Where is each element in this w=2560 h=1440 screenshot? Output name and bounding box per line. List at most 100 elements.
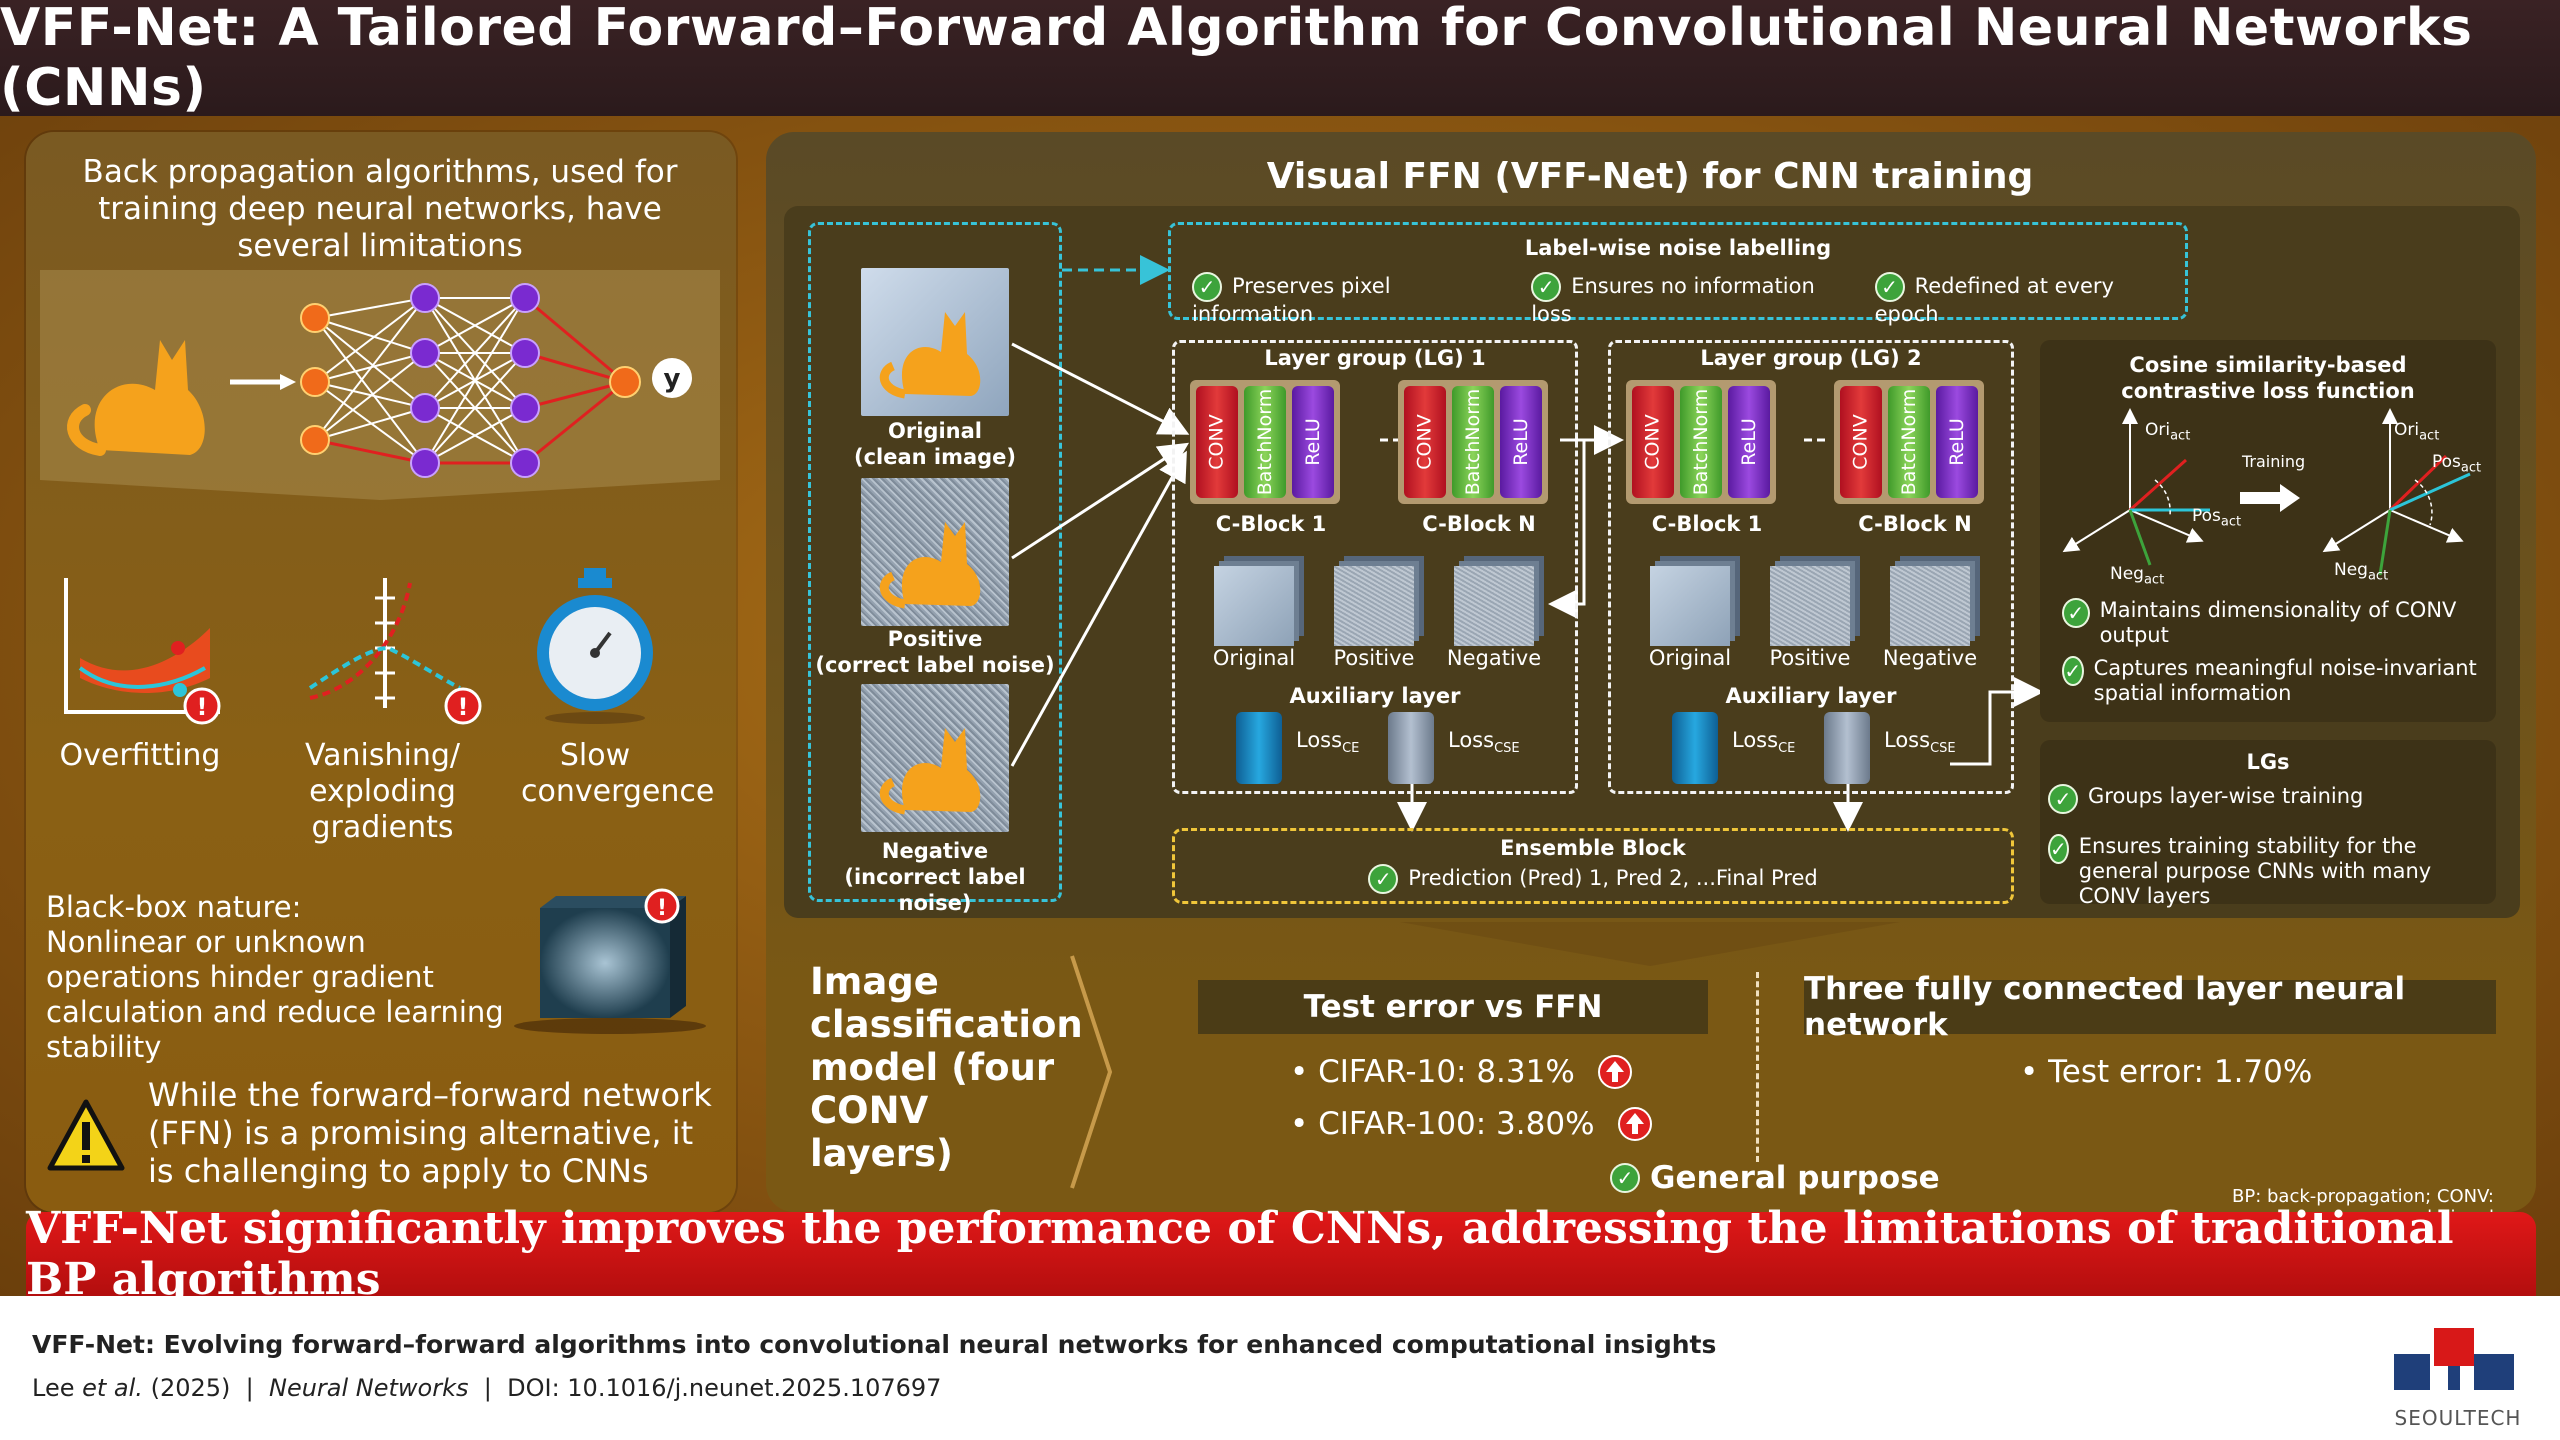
limitation-overfitting: Overfitting bbox=[59, 738, 221, 773]
ori-label-1: Oriact bbox=[2145, 420, 2191, 444]
lgs-item: ✓Groups layer-wise training bbox=[2048, 784, 2488, 814]
vff-heading: Visual FFN (VFF-Net) for CNN training bbox=[1266, 156, 2034, 197]
lg2-cblock-n-label: C-Block N bbox=[1858, 512, 1972, 536]
conv-layer: CONV bbox=[1632, 386, 1674, 498]
lg1-aux-label: Auxiliary layer bbox=[1289, 684, 1461, 708]
lg1-cblock-n: CONV BatchNorm ReLU bbox=[1398, 380, 1548, 504]
relu-layer: ReLU bbox=[1292, 386, 1334, 498]
warning-icon bbox=[47, 1099, 125, 1171]
lg1-thumb-label: Original bbox=[1212, 646, 1296, 670]
limitation-convergence: Slow convergence bbox=[521, 738, 715, 809]
noise-item: ✓Redefined at every epoch bbox=[1874, 272, 2114, 326]
lg2-thumb-positive bbox=[1770, 566, 1850, 646]
loss-cse-icon bbox=[1824, 712, 1870, 784]
paper-title: VFF-Net: Evolving forward–forward algori… bbox=[32, 1330, 1717, 1359]
up-arrow-icon bbox=[1597, 1055, 1632, 1089]
lgs-title: LGs bbox=[2246, 750, 2290, 774]
output-y: y bbox=[664, 364, 681, 394]
result-divider bbox=[1756, 972, 1759, 1162]
test-error-header: Test error vs FFN bbox=[1198, 980, 1708, 1034]
blackbox-block: Black-box nature: Nonlinear or unknown o… bbox=[46, 890, 526, 1065]
svg-text:!: ! bbox=[458, 693, 469, 721]
bp-intro-text: Back propagation algorithms, used for tr… bbox=[82, 154, 678, 264]
cat-nn-diagram: y bbox=[67, 283, 692, 478]
loss-ce-icon bbox=[1672, 712, 1718, 784]
relu-layer: ReLU bbox=[1728, 386, 1770, 498]
fc-result: • Test error: 1.70% bbox=[2020, 1054, 2313, 1090]
lg1-loss-ce: LossCE bbox=[1296, 728, 1360, 757]
noise-item: ✓Ensures no information loss bbox=[1531, 272, 1815, 326]
pos-label-2: Posact bbox=[2432, 452, 2482, 476]
citation: Lee et al. (2025) | Neural Networks | DO… bbox=[32, 1374, 942, 1402]
check-icon: ✓ bbox=[1531, 272, 1562, 302]
cat-icon bbox=[879, 522, 981, 609]
bp-intro: Back propagation algorithms, used for tr… bbox=[60, 154, 700, 265]
layer-group-2 bbox=[1608, 340, 2014, 794]
check-icon: ✓ bbox=[2062, 656, 2084, 686]
blackbox-cube-icon: ! bbox=[514, 888, 706, 1034]
lg2-thumb-original bbox=[1650, 566, 1730, 646]
general-purpose: ✓General purpose bbox=[1610, 1160, 1940, 1196]
check-icon: ✓ bbox=[2062, 598, 2090, 628]
original-image bbox=[861, 268, 1009, 416]
gradient-icon: ! bbox=[308, 578, 482, 725]
model-label: Image classification model (four CONV la… bbox=[810, 960, 1083, 1175]
svg-text:!: ! bbox=[197, 693, 208, 721]
cifar10-result: • CIFAR-10: 8.31% bbox=[1290, 1054, 1633, 1090]
conv-layer: CONV bbox=[1404, 386, 1446, 498]
lg2-thumb-negative bbox=[1890, 566, 1970, 646]
up-arrow-icon bbox=[1617, 1107, 1652, 1141]
ensemble-title: Ensemble Block bbox=[1500, 836, 1686, 860]
funnel-divider bbox=[1400, 922, 1900, 966]
noise-item: ✓Preserves pixel information bbox=[1192, 272, 1391, 326]
lg1-cblock-1-label: C-Block 1 bbox=[1215, 512, 1327, 536]
ensemble-block bbox=[1172, 828, 2014, 904]
check-icon: ✓ bbox=[1874, 272, 1905, 302]
lg2-cblock-1: CONV BatchNorm ReLU bbox=[1626, 380, 1776, 504]
lg1-thumb-label: Positive bbox=[1333, 646, 1415, 670]
lg1-thumb-negative bbox=[1454, 566, 1534, 646]
conv-layer: CONV bbox=[1196, 386, 1238, 498]
lg2-thumb-label: Negative bbox=[1882, 646, 1978, 670]
relu-layer: ReLU bbox=[1936, 386, 1978, 498]
lg2-aux-label: Auxiliary layer bbox=[1725, 684, 1897, 708]
check-icon: ✓ bbox=[1368, 864, 1399, 894]
cat-icon bbox=[879, 728, 981, 815]
positive-image bbox=[861, 478, 1009, 626]
conclusion-text: VFF-Net significantly improves the perfo… bbox=[26, 1203, 2454, 1305]
ensemble-text: ✓Prediction (Pred) 1, Pred 2, ...Final P… bbox=[1172, 864, 2014, 894]
seoultech-logo-icon bbox=[2394, 1328, 2514, 1390]
cat-icon bbox=[879, 312, 981, 399]
check-icon: ✓ bbox=[2048, 834, 2069, 864]
input-negative-label: Negative(incorrect label noise) bbox=[844, 839, 1026, 915]
check-icon: ✓ bbox=[2048, 784, 2078, 814]
batchnorm-layer: BatchNorm bbox=[1452, 386, 1494, 498]
lg1-loss-cse: LossCSE bbox=[1448, 728, 1520, 757]
conv-layer: CONV bbox=[1840, 386, 1882, 498]
lgs-item: ✓Ensures training stability for the gene… bbox=[2048, 834, 2432, 908]
check-icon: ✓ bbox=[1610, 1163, 1640, 1193]
lg1-thumb-original bbox=[1214, 566, 1294, 646]
logo-text: SEOULTECH bbox=[2394, 1406, 2522, 1430]
neg-label-1: Negact bbox=[2110, 564, 2165, 588]
cat-icon bbox=[67, 340, 205, 456]
flow-arrows bbox=[1010, 255, 2044, 832]
input-positive-label: Positive(correct label noise) bbox=[815, 627, 1055, 677]
lg2-title: Layer group (LG) 2 bbox=[1700, 346, 1922, 370]
cosine-title: Cosine similarity-based contrastive loss… bbox=[2121, 353, 2415, 403]
noise-items: ✓Preserves pixel information ✓Ensures no… bbox=[1192, 272, 2172, 326]
svg-text:!: ! bbox=[657, 896, 667, 921]
check-icon: ✓ bbox=[1192, 272, 1222, 302]
cifar100-result: • CIFAR-100: 3.80% bbox=[1290, 1106, 1653, 1142]
title-bar: VFF-Net: A Tailored Forward–Forward Algo… bbox=[0, 0, 2560, 118]
blackbox-text: Nonlinear or unknown operations hinder g… bbox=[46, 925, 504, 1064]
lg2-cblock-n: CONV BatchNorm ReLU bbox=[1834, 380, 1984, 504]
lg1-cblock-n-label: C-Block N bbox=[1422, 512, 1536, 536]
negative-image bbox=[861, 684, 1009, 832]
limitation-gradients: Vanishing/ exploding gradients bbox=[304, 738, 461, 845]
cosine-item: ✓Maintains dimensionality of CONV output bbox=[2062, 598, 2492, 648]
lg1-title: Layer group (LG) 1 bbox=[1264, 346, 1486, 370]
cosine-item: ✓Captures meaningful noise-invariant spa… bbox=[2062, 656, 2492, 706]
cosine-loss-box bbox=[2040, 340, 2496, 722]
lg1-thumb-label: Negative bbox=[1446, 646, 1542, 670]
